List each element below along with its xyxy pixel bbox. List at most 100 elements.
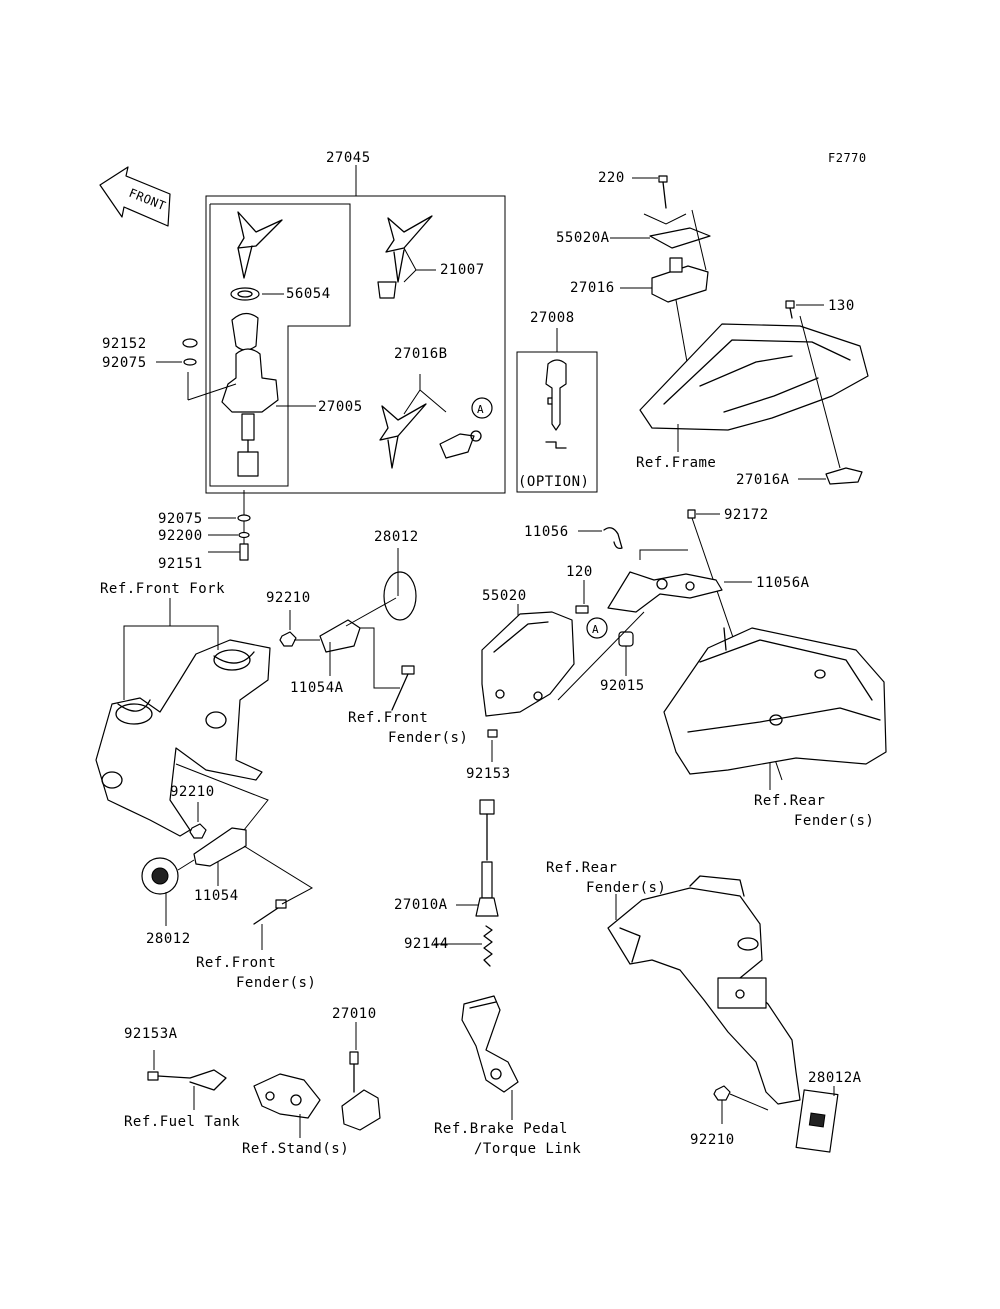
ignition-switch-icon: [221, 348, 279, 477]
part-55020a: 55020A: [556, 230, 610, 246]
cover-55020-icon: [481, 611, 575, 717]
reflector-28012a-icon: [795, 1089, 839, 1153]
ref-stands: Ref.Stand(s): [242, 1141, 349, 1157]
brake-switch-27010a-icon: [475, 799, 499, 917]
part-92210-b: 92210: [170, 784, 215, 800]
wire-11056-icon: [603, 527, 623, 550]
marker-a-label: A: [477, 403, 484, 416]
grommet-92152-icon: [182, 338, 198, 348]
reflector-28012-b-icon: [141, 857, 179, 895]
bracket-11054-icon: [193, 827, 247, 867]
part-27008: 27008: [530, 310, 575, 326]
bolt-92151-icon: [239, 543, 249, 561]
ref-front-fork: Ref.Front Fork: [100, 581, 225, 597]
bolt-130-icon: [785, 300, 795, 319]
ref-front-fender-1-line1: Ref.Front: [348, 710, 428, 726]
frame-icon: [639, 323, 869, 431]
part-92172: 92172: [724, 507, 769, 523]
part-27016a: 27016A: [736, 472, 790, 488]
part-11054a: 11054A: [290, 680, 344, 696]
marker-a-label-2: A: [592, 623, 599, 636]
washer-56054-icon: [230, 287, 260, 301]
bolt-front-fender-b-icon: [253, 899, 287, 925]
part-28012-a: 28012: [374, 529, 419, 545]
part-11054: 11054: [194, 888, 239, 904]
side-stand-switch-icon: [341, 1051, 381, 1131]
front-direction-arrow: FRONT: [99, 166, 171, 227]
part-92075-b: 92075: [158, 511, 203, 527]
part-11056a: 11056A: [756, 575, 810, 591]
reflector-28012-icon: [383, 571, 417, 621]
ref-brake-pedal-line2: /Torque Link: [474, 1141, 581, 1157]
side-stand-bracket-icon: [253, 1073, 321, 1119]
part-27045: 27045: [326, 150, 371, 166]
ref-rear-fender-2-line2: Fender(s): [586, 880, 666, 896]
option-key-box: [516, 351, 598, 493]
bracket-27016a-icon: [825, 467, 863, 485]
part-27010: 27010: [332, 1006, 377, 1022]
spacer-92015-icon: [618, 631, 634, 647]
bolt-220-icon: [658, 175, 668, 209]
ref-fuel-tank: Ref.Fuel Tank: [124, 1114, 240, 1130]
part-92015: 92015: [600, 678, 645, 694]
ref-rear-fender-2-line1: Ref.Rear: [546, 860, 617, 876]
bracket-11056a-icon: [607, 571, 723, 613]
part-27016b: 27016B: [394, 346, 448, 362]
ref-brake-pedal-line1: Ref.Brake Pedal: [434, 1121, 568, 1137]
figure-id: F2770: [828, 151, 867, 165]
ref-front-fender-2-line1: Ref.Front: [196, 955, 276, 971]
part-28012a: 28012A: [808, 1070, 862, 1086]
brake-pedal-icon: [461, 995, 519, 1093]
spring-92144-icon: [483, 925, 493, 967]
lock-cylinder-cap-icon: [231, 312, 259, 351]
part-28012-b: 28012: [146, 931, 191, 947]
ref-frame: Ref.Frame: [636, 455, 716, 471]
bracket-11054a-icon: [319, 619, 361, 653]
bolt-92172-icon: [687, 509, 696, 519]
rear-fender-icon: [607, 875, 801, 1105]
fuel-tank-bracket-icon: [157, 1069, 227, 1091]
part-92210-a: 92210: [266, 590, 311, 606]
part-55020: 55020: [482, 588, 527, 604]
part-92210-c: 92210: [690, 1132, 735, 1148]
ignition-key-set-box: [205, 165, 506, 494]
part-92153: 92153: [466, 766, 511, 782]
rear-frame-icon: [663, 627, 887, 775]
ref-front-fender-1-line2: Fender(s): [388, 730, 468, 746]
part-27010a: 27010A: [394, 897, 448, 913]
ref-rear-fender-1-line1: Ref.Rear: [754, 793, 825, 809]
key-21007-icon: [377, 215, 433, 299]
part-11056: 11056: [524, 524, 569, 540]
bolt-92153-icon: [487, 729, 498, 738]
washer-92075-icon: [183, 358, 197, 366]
part-56054: 56054: [286, 286, 331, 302]
bracket-27016-icon: [651, 257, 709, 303]
bolt-120-icon: [575, 605, 589, 614]
reference-marker-a-2: [586, 617, 608, 639]
bolt-front-fender-a-icon: [391, 665, 415, 711]
part-92075-a: 92075: [102, 355, 147, 371]
part-92200: 92200: [158, 528, 203, 544]
part-92151: 92151: [158, 556, 203, 572]
part-120: 120: [566, 564, 593, 580]
front-fork-bracket-icon: [95, 639, 271, 837]
part-27005: 27005: [318, 399, 363, 415]
option-label: (OPTION): [518, 474, 589, 490]
nut-92210-b-icon: [189, 823, 207, 839]
part-27016: 27016: [570, 280, 615, 296]
part-labels: 27045 56054 21007 92152 92075 27016B 270…: [100, 150, 874, 1157]
key-icon: [237, 211, 283, 279]
bolt-92153a-icon: [147, 1071, 159, 1081]
part-92153a: 92153A: [124, 1026, 178, 1042]
part-130: 130: [828, 298, 855, 314]
part-220: 220: [598, 170, 625, 186]
transponder-chip-icon: [439, 430, 482, 459]
nut-92210-a-icon: [279, 631, 297, 647]
ref-front-fender-2-line2: Fender(s): [236, 975, 316, 991]
washer-92200-icon: [238, 531, 250, 539]
part-21007: 21007: [440, 262, 485, 278]
reference-marker-a: [471, 397, 493, 419]
part-92152: 92152: [102, 336, 147, 352]
nut-92210-c-icon: [713, 1085, 731, 1101]
